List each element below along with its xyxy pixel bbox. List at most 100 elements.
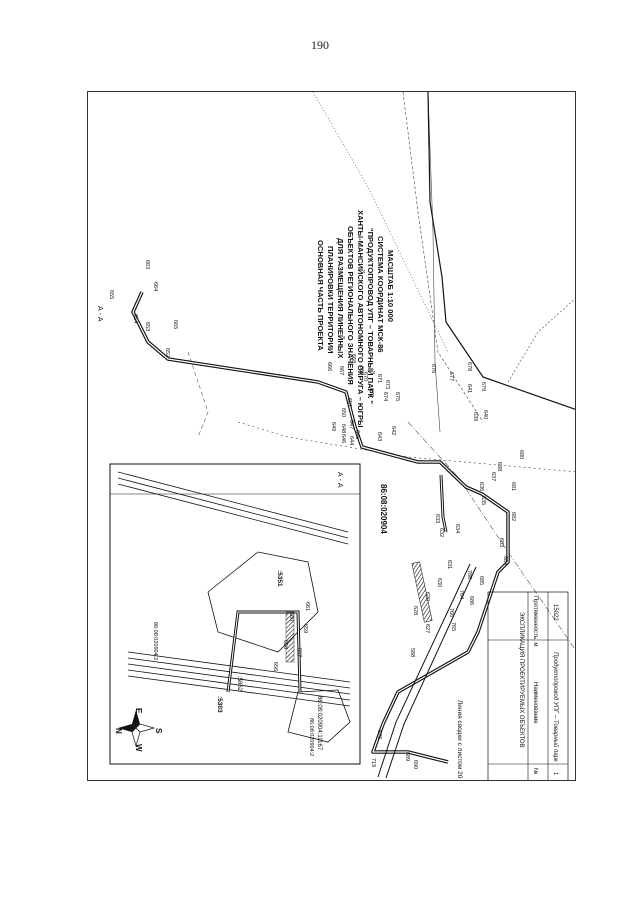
compass-s: S bbox=[154, 728, 163, 734]
svg-text:665: 665 bbox=[172, 320, 178, 329]
svg-text:ДЛЯ РАЗМЕЩЕНИЯ ЛИНЕЙНЫХ: ДЛЯ РАЗМЕЩЕНИЯ ЛИНЕЙНЫХ bbox=[336, 238, 345, 358]
inset-pt-656: 656 bbox=[272, 662, 278, 671]
svg-text:666: 666 bbox=[326, 362, 332, 371]
svg-text:"ПРОДУКТОПРОВОД УПГ – ТОВАРНЫЙ: "ПРОДУКТОПРОВОД УПГ – ТОВАРНЫЙ ПАРК " bbox=[366, 228, 375, 404]
legend-col-length: Протяженность, м bbox=[532, 596, 538, 647]
inset-pt-658: 658 bbox=[282, 640, 288, 649]
inset-section-label: А - А bbox=[336, 472, 343, 488]
legend-title: ЭКСПЛИКАЦИЯ ПРОЕКТИРУЕМЫХ ОБЪЕКТОВ bbox=[518, 612, 524, 748]
dashed-line bbox=[187, 351, 209, 438]
svg-text:673: 673 bbox=[384, 380, 390, 389]
legend-row-no: 1 bbox=[552, 772, 558, 776]
svg-text:ОБЪЕКТОВ РЕГИОНАЛЬНОГО ЗНАЧЕНИ: ОБЪЕКТОВ РЕГИОНАЛЬНОГО ЗНАЧЕНИЯ bbox=[346, 226, 355, 385]
inset-map bbox=[109, 463, 361, 765]
svg-text:640: 640 bbox=[482, 410, 488, 419]
svg-text:635: 635 bbox=[480, 496, 486, 505]
svg-text:634: 634 bbox=[454, 524, 460, 533]
svg-text:ОСНОВНАЯ ЧАСТЬ ПРОЕКТА: ОСНОВНАЯ ЧАСТЬ ПРОЕКТА bbox=[316, 240, 325, 351]
svg-text:668: 668 bbox=[350, 354, 356, 363]
inset-road-label-2: 86:08:020904:2 bbox=[308, 718, 314, 756]
svg-text:650: 650 bbox=[340, 408, 346, 417]
map-canvas: А - А :5351 :5303 :5862 86:08:020904:111… bbox=[96, 92, 575, 780]
svg-text:683: 683 bbox=[498, 538, 504, 547]
inset-pt-661: 661 bbox=[304, 602, 310, 611]
svg-text:646: 646 bbox=[340, 434, 346, 443]
svg-text:655: 655 bbox=[108, 290, 114, 299]
svg-text:679: 679 bbox=[480, 382, 486, 391]
svg-text:636: 636 bbox=[478, 482, 484, 491]
svg-text:678: 678 bbox=[466, 362, 472, 371]
svg-text:667: 667 bbox=[338, 366, 344, 375]
svg-text:764: 764 bbox=[458, 590, 464, 599]
svg-text:671: 671 bbox=[376, 374, 382, 383]
svg-text:669: 669 bbox=[358, 366, 364, 375]
title-block: ОСНОВНАЯ ЧАСТЬ ПРОЕКТА ПЛАНИРОВКИ ТЕРРИТ… bbox=[316, 210, 395, 428]
svg-text:СИСТЕМА КООРДИНАТ МСК-86: СИСТЕМА КООРДИНАТ МСК-86 bbox=[376, 236, 385, 353]
inset-pt-659: 659 bbox=[302, 624, 308, 633]
inset-parcel-5862: :5862 bbox=[236, 676, 242, 692]
svg-text:664: 664 bbox=[152, 282, 158, 291]
sheet-link-label: Линия сводки с листом 20 bbox=[456, 700, 463, 779]
route-point-labels: 719 626 689 690 588 627 628 629 630 631 … bbox=[108, 260, 524, 769]
svg-text:627: 627 bbox=[424, 624, 430, 633]
hatched-segment bbox=[411, 561, 433, 623]
compass-icon bbox=[118, 710, 156, 748]
svg-text:628: 628 bbox=[412, 606, 418, 615]
svg-text:649: 649 bbox=[330, 422, 336, 431]
svg-text:766: 766 bbox=[448, 608, 454, 617]
svg-text:643: 643 bbox=[376, 432, 382, 441]
svg-text:686: 686 bbox=[468, 596, 474, 605]
compass-w: W bbox=[134, 744, 143, 752]
terrain-lines bbox=[237, 92, 575, 473]
dash-dot-line bbox=[407, 421, 575, 650]
svg-text:653: 653 bbox=[144, 322, 150, 331]
svg-text:682: 682 bbox=[510, 512, 516, 521]
svg-text:674: 674 bbox=[382, 392, 388, 401]
svg-text:638: 638 bbox=[496, 462, 502, 471]
svg-text:677: 677 bbox=[448, 372, 454, 381]
svg-text:652: 652 bbox=[164, 348, 170, 357]
svg-text:МАСШТАБ 1:10 000: МАСШТАБ 1:10 000 bbox=[386, 250, 395, 322]
map-frame: А - А :5351 :5303 :5862 86:08:020904:111… bbox=[87, 91, 576, 781]
svg-text:689: 689 bbox=[404, 752, 410, 761]
inset-cad-label: 86:08:020904:11167 bbox=[316, 696, 322, 751]
svg-text:ПЛАНИРОВКИ ТЕРРИТОРИИ: ПЛАНИРОВКИ ТЕРРИТОРИИ bbox=[326, 246, 335, 353]
svg-text:ХАНТЫ-МАНСИЙСКОГО АВТОНОМНОГО: ХАНТЫ-МАНСИЙСКОГО АВТОНОМНОГО ОКРУГА – Ю… bbox=[356, 210, 365, 428]
svg-text:681: 681 bbox=[510, 482, 516, 491]
legend-row-length: 15022 bbox=[552, 604, 558, 621]
svg-text:644: 644 bbox=[348, 436, 354, 445]
svg-text:645: 645 bbox=[354, 430, 360, 439]
svg-text:642: 642 bbox=[390, 426, 396, 435]
svg-text:685: 685 bbox=[478, 576, 484, 585]
legend-table bbox=[487, 591, 569, 780]
inset-parcel-5303: :5303 bbox=[216, 696, 223, 713]
svg-text:786: 786 bbox=[466, 570, 472, 579]
svg-text:637: 637 bbox=[490, 472, 496, 481]
svg-text:639: 639 bbox=[472, 412, 478, 421]
svg-text:629: 629 bbox=[424, 592, 430, 601]
page-number: 190 bbox=[311, 38, 329, 52]
route-border bbox=[377, 563, 471, 778]
svg-text:663: 663 bbox=[144, 260, 150, 269]
svg-text:641: 641 bbox=[466, 384, 472, 393]
svg-text:651: 651 bbox=[346, 398, 352, 407]
svg-text:680: 680 bbox=[518, 450, 524, 459]
svg-text:648: 648 bbox=[340, 424, 346, 433]
svg-text:588: 588 bbox=[409, 648, 415, 657]
legend-col-no: № bbox=[532, 768, 539, 774]
heavy-boundary bbox=[427, 92, 575, 410]
svg-text:765: 765 bbox=[450, 622, 456, 631]
legend-row-name: Продуктопровод УПГ – Товарный парк bbox=[552, 652, 559, 763]
svg-text:675: 675 bbox=[394, 392, 400, 401]
compass-e: E bbox=[134, 708, 143, 714]
legend-col-name: Наименование bbox=[532, 682, 538, 724]
svg-text:630: 630 bbox=[436, 578, 442, 587]
svg-text:626: 626 bbox=[376, 730, 382, 739]
inset-pt-660: 660 bbox=[288, 612, 294, 621]
svg-text:672: 672 bbox=[368, 388, 374, 397]
section-marker: А - А bbox=[96, 306, 103, 322]
inset-parcel-5351: :5351 bbox=[276, 570, 283, 587]
cadastral-label: 86:08:020904 bbox=[379, 484, 388, 534]
svg-text:676: 676 bbox=[430, 364, 436, 373]
svg-text:632: 632 bbox=[438, 528, 444, 537]
